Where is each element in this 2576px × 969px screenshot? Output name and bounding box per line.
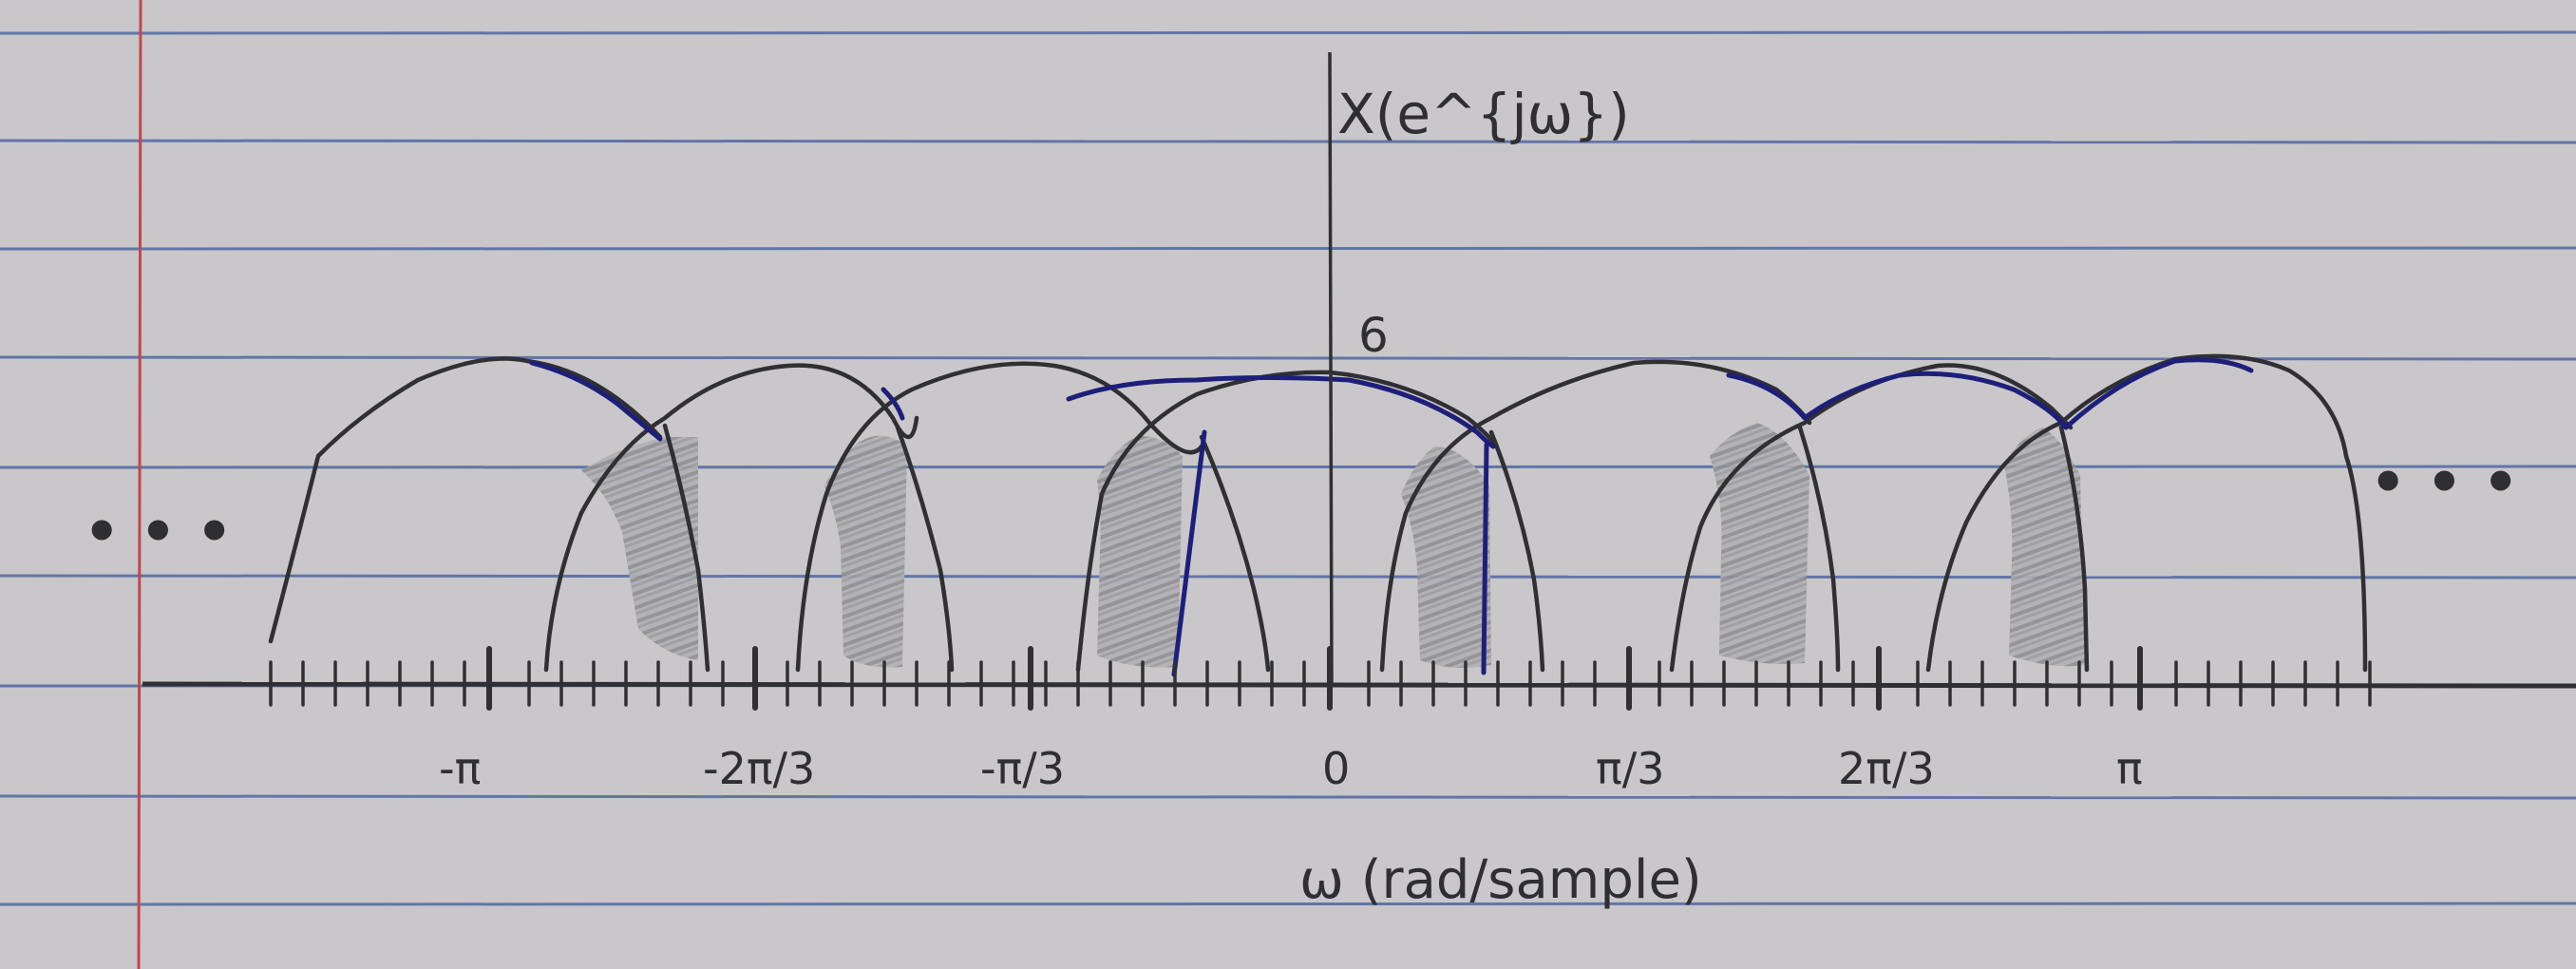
lobe-1 (268, 356, 663, 644)
overlap-shade-2 (824, 435, 907, 668)
tick-label-neg-pi: -π (439, 743, 481, 794)
rule-line (0, 794, 2576, 800)
lobe-5b (1488, 429, 1545, 673)
overlap-shade-3 (1097, 436, 1183, 668)
magnitude-axis (1328, 51, 1334, 685)
envelope-right (1726, 357, 2254, 430)
lobe-4b (1199, 434, 1271, 673)
lobe-7b (2058, 425, 2090, 673)
ellipsis-left: • • • (84, 499, 233, 565)
rule-line (0, 355, 2576, 361)
tick-label-neg-2pi-3: -2π/3 (703, 743, 815, 794)
rule-line (0, 139, 2576, 144)
tick-label-pi: π (2116, 743, 2143, 794)
peak-value-label: 6 (1358, 308, 1389, 363)
y-axis-label: X(e^{jω}) (1337, 82, 1630, 146)
lobe-6b (1797, 425, 1841, 673)
rule-line (0, 246, 2576, 251)
ellipsis-right: • • • (2370, 449, 2519, 516)
lobe-3b (895, 425, 955, 673)
lobe-3 (795, 361, 1204, 673)
frequency-axis (142, 681, 2576, 689)
envelope-mid-left (881, 387, 905, 421)
summed-spectrum-envelope (529, 357, 2254, 677)
overlap-shade-5 (1710, 423, 1809, 664)
rule-line (0, 30, 2576, 35)
major-ticks (486, 646, 2143, 711)
aliasing-overlap-regions (581, 423, 2085, 669)
envelope-left (529, 360, 663, 442)
x-axis-label: ω (rad/sample) (1299, 849, 1702, 911)
minor-ticks (269, 660, 2372, 707)
tick-label-neg-pi-3: -π/3 (980, 743, 1065, 794)
tick-label-2pi-3: 2π/3 (1838, 743, 1935, 794)
lobe-5 (1379, 359, 1812, 673)
center-sample-line-left (1171, 429, 1207, 677)
tick-label-pi-3: π/3 (1596, 743, 1664, 794)
margin-line (137, 0, 142, 969)
rule-line (0, 902, 2576, 906)
lobe-2b (662, 423, 710, 673)
tick-label-zero: 0 (1322, 743, 1350, 794)
lobe-4 (1075, 370, 1499, 673)
overlap-shade-4 (1401, 446, 1491, 669)
lobe-6 (1669, 363, 2074, 673)
envelope-center (1066, 375, 1496, 449)
overlap-shade-1 (581, 437, 698, 660)
center-sample-line-right (1481, 442, 1489, 675)
overlap-shade-6 (2004, 428, 2085, 667)
rule-line (0, 574, 2576, 580)
rule-line (0, 465, 2576, 469)
lobe-2 (543, 363, 919, 673)
